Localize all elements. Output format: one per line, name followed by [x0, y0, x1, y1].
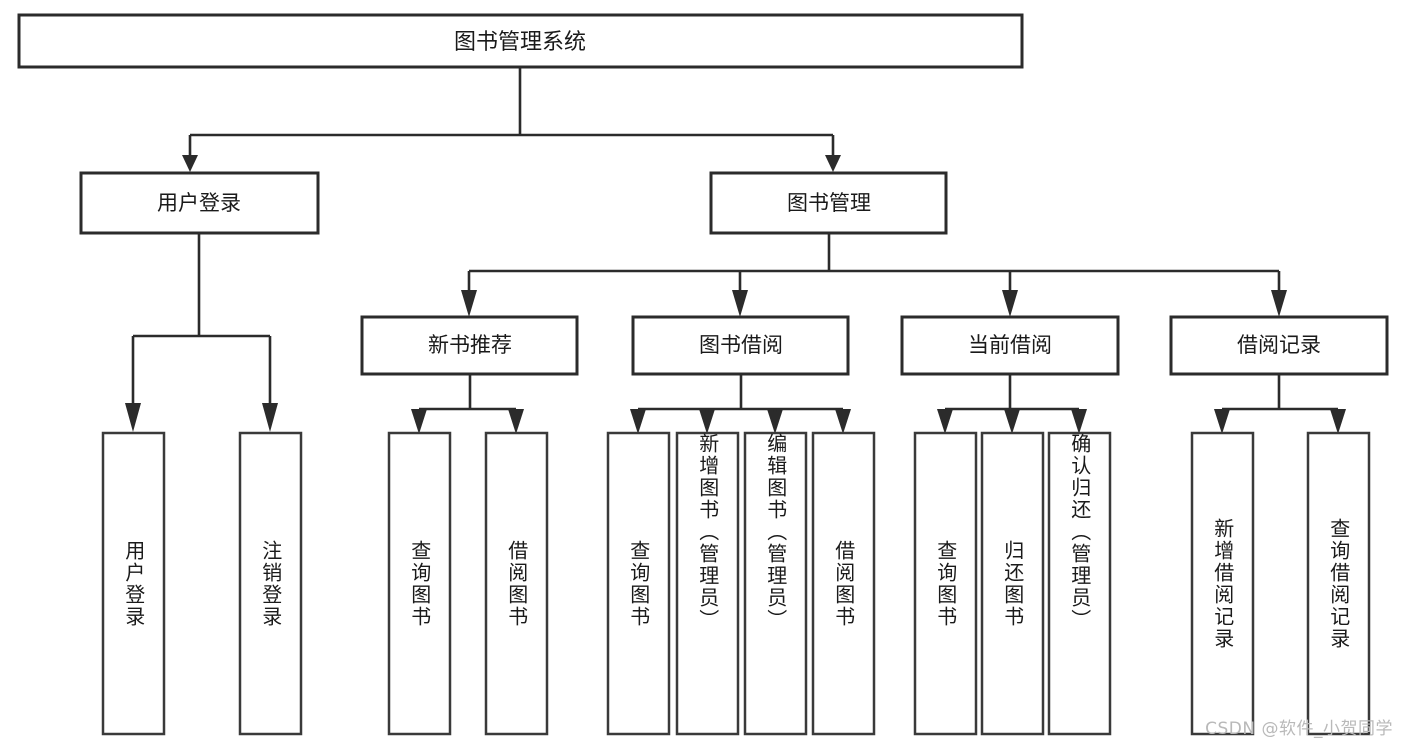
leaf-box-new-book-2[interactable]: [484, 431, 549, 736]
node-new-book-box[interactable]: [360, 315, 579, 376]
arrowhead-nb-leaf-2: [508, 409, 524, 434]
arrowhead-bb-leaf-1: [630, 409, 646, 434]
arrowhead-user-login-leaf-2: [262, 403, 278, 432]
arrowhead-cb-leaf-1: [937, 409, 953, 434]
node-borrow-record-box[interactable]: [1169, 315, 1389, 376]
arrowhead-user-login-leaf-1: [125, 403, 141, 432]
arrowhead-br-leaf-1: [1214, 409, 1230, 434]
node-book-mgmt-box[interactable]: [709, 171, 948, 235]
node-book-borrow-label: 图书借阅: [699, 333, 783, 357]
node-book-borrow-box[interactable]: [631, 315, 850, 376]
leaf-box-book-borrow-3[interactable]: [743, 431, 808, 736]
arrowhead-cb-leaf-2: [1004, 409, 1020, 434]
arrowhead-root-to-book-mgmt: [825, 155, 841, 172]
arrowhead-cb-leaf-3: [1071, 409, 1087, 434]
arrowhead-bm-to-new-book: [461, 290, 477, 317]
leaf-box-borrow-record-2[interactable]: [1306, 431, 1371, 736]
arrowhead-bb-leaf-2: [699, 409, 715, 434]
arrowhead-root-to-user-login: [182, 155, 198, 172]
node-current-borrow-label: 当前借阅: [968, 333, 1052, 357]
arrowhead-bb-leaf-4: [835, 409, 851, 434]
node-root-label: 图书管理系统: [454, 30, 586, 55]
leaf-box-new-book-1[interactable]: [387, 431, 452, 736]
leaf-box-borrow-record-1[interactable]: [1190, 431, 1255, 736]
leaf-box-current-borrow-3[interactable]: [1047, 431, 1112, 736]
node-borrow-record-label: 借阅记录: [1237, 333, 1321, 357]
node-new-book-label: 新书推荐: [428, 333, 512, 357]
node-current-borrow-box[interactable]: [900, 315, 1120, 376]
csdn-watermark: CSDN @软件_小贺同学: [1205, 719, 1393, 739]
node-root-box[interactable]: [17, 13, 1024, 69]
arrowhead-br-leaf-2: [1330, 409, 1346, 434]
leaf-box-current-borrow-1[interactable]: [913, 431, 978, 736]
leaf-box-book-borrow-1[interactable]: [606, 431, 671, 736]
node-user-login-label: 用户登录: [157, 191, 241, 215]
arrowhead-nb-leaf-1: [411, 409, 427, 434]
arrowhead-bm-to-borrow-record: [1271, 290, 1287, 317]
node-book-mgmt-label: 图书管理: [787, 191, 871, 215]
arrowhead-bm-to-book-borrow: [732, 290, 748, 317]
leaf-box-user-login-1[interactable]: [101, 431, 166, 736]
arrowhead-bm-to-current-borrow: [1002, 290, 1018, 317]
leaf-box-user-login-2[interactable]: [238, 431, 303, 736]
leaf-box-book-borrow-4[interactable]: [811, 431, 876, 736]
arrowhead-bb-leaf-3: [767, 409, 783, 434]
leaf-box-current-borrow-2[interactable]: [980, 431, 1045, 736]
leaf-box-book-borrow-2[interactable]: [675, 431, 740, 736]
